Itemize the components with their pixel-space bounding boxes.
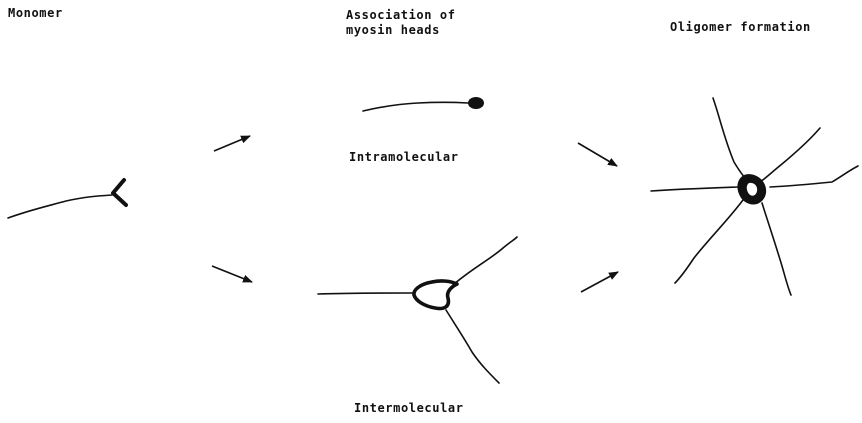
intermolecular-tail-lower <box>446 310 499 383</box>
monomer-tail <box>8 195 112 218</box>
oligomer-tail-lower-left <box>675 200 743 283</box>
oligomer-tail-left <box>651 187 738 191</box>
arrow-from-intermolecular <box>581 272 618 292</box>
arrow-from-intramolecular <box>578 143 617 166</box>
intermolecular-dimer <box>318 237 517 383</box>
arrow-to-intermolecular <box>212 266 252 282</box>
oligomer-tail-right <box>770 166 858 187</box>
oligomer-heads <box>737 174 766 204</box>
intermolecular-heads <box>414 281 457 309</box>
intermolecular-tail-upper <box>453 237 517 285</box>
oligomer-tail-bottom <box>762 203 791 295</box>
intermolecular-tail-left <box>318 293 414 294</box>
monomer-molecule <box>8 180 126 218</box>
arrow-to-intramolecular <box>214 136 250 151</box>
oligomer-tail-upper-right <box>760 128 820 182</box>
monomer-head <box>113 180 126 205</box>
intramolecular-molecule <box>363 97 484 111</box>
intramolecular-head <box>468 97 484 109</box>
oligomer-tail-top <box>713 98 747 180</box>
intramolecular-tail <box>363 102 468 111</box>
oligomer-cluster <box>651 98 858 295</box>
